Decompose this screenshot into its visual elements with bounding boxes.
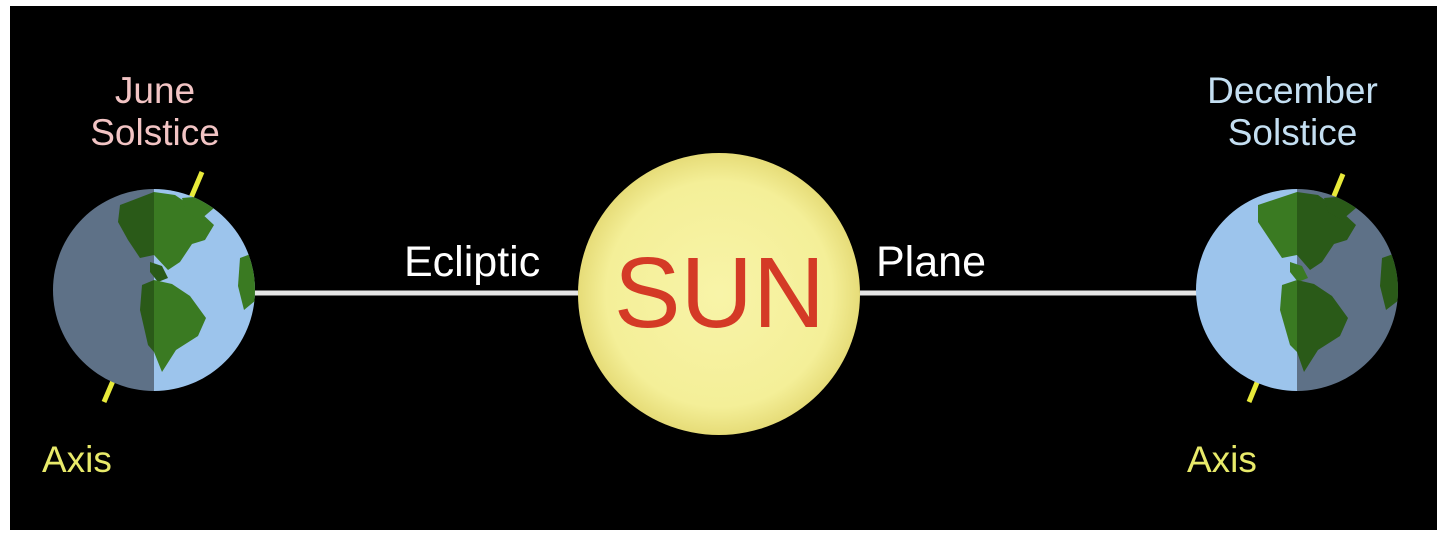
axis-label-june: Axis (42, 441, 112, 478)
earth-june (50, 172, 258, 402)
december-solstice-line1: December (1175, 70, 1410, 112)
earth-december (1193, 174, 1401, 402)
june-solstice-line2: Solstice (60, 112, 250, 154)
plane-label: Plane (876, 241, 986, 284)
ecliptic-label: Ecliptic (404, 241, 540, 284)
axis-label-december: Axis (1187, 441, 1257, 478)
june-solstice-line1: June (60, 70, 250, 112)
sun-label: SUN (578, 243, 861, 343)
june-solstice-label: June Solstice (60, 70, 250, 154)
december-solstice-label: December Solstice (1175, 70, 1410, 154)
december-solstice-line2: Solstice (1175, 112, 1410, 154)
